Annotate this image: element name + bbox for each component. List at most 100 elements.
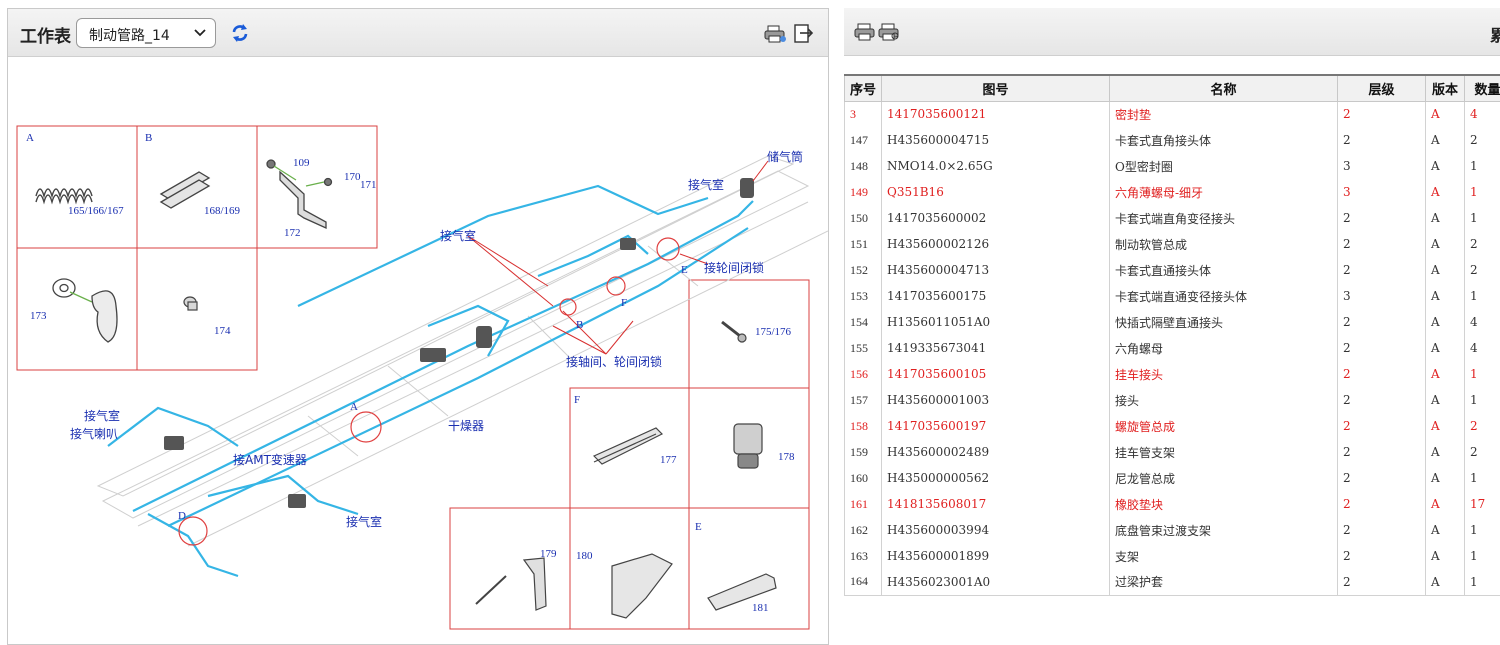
print-icon[interactable] [764,25,786,43]
label-dryer: 干燥器 [448,419,484,433]
cell-version: A [1425,387,1465,413]
callout-180: 180 [576,550,593,562]
callout-178: 178 [778,451,795,463]
cell-version: A [1425,179,1465,205]
cell-code: H435600003994 [881,517,1110,543]
label-air-chamber-left: 接气室 [84,408,120,423]
cell-seq: 164 [844,569,882,596]
print-preview-icon[interactable] [878,23,900,41]
cell-version: A [1425,465,1465,491]
column-header-version[interactable]: 版本 [1425,74,1465,102]
cell-name: 挂车管支架 [1109,439,1338,465]
bolt-part-sketch [721,320,747,343]
cell-code: H435600002126 [881,231,1110,257]
cell-code: H435000000562 [881,465,1110,491]
diagram-panel: 工作表 制动管路_14 [7,8,829,645]
callout-179: 179 [540,548,557,560]
marker-circle-a [350,411,382,443]
toolbar-truncated-label: 累 [1490,26,1500,45]
callout-175: 175/176 [755,326,792,338]
callout-170: 170 [344,171,361,183]
cell-seq: 148 [844,153,882,179]
cell-seq: 150 [844,205,882,231]
callout-171: 171 [360,179,377,191]
callout-181: 181 [752,602,769,614]
export-icon[interactable] [794,24,814,43]
cell-code: H435600004715 [881,127,1110,153]
worksheet-select[interactable]: 制动管路_14 [76,18,216,48]
cell-qty: 1 [1464,153,1500,179]
bracket-part-sketch [266,159,333,230]
cell-code: 1417035600105 [881,361,1110,387]
cell-name: 过梁护套 [1109,569,1338,596]
cell-code: 1417035600002 [881,205,1110,231]
print-icon[interactable] [854,23,876,41]
column-header-qty[interactable]: 数量 [1464,74,1500,102]
cell-code: H435600004713 [881,257,1110,283]
callout-173: 173 [30,310,47,322]
cell-version: A [1425,231,1465,257]
cell-name: 卡套式端直角变径接头 [1109,205,1338,231]
cell-name: 卡套式端直通变径接头体 [1109,283,1338,309]
marker-circle-d [178,516,208,546]
cell-level: 3 [1337,179,1426,205]
refresh-icon[interactable] [230,23,250,43]
marker-circle-e [656,237,680,261]
detail-box-grid-top-left [16,125,378,371]
cell-name: 支架 [1109,543,1338,569]
cell-name: 卡套式直角接头体 [1109,127,1338,153]
brake-pipeline-diagram: A B F E [16,125,828,630]
cell-level: 2 [1337,309,1426,335]
column-header-seq[interactable]: 序号 [844,74,882,102]
chevron-down-icon [194,29,206,37]
cell-qty: 1 [1464,543,1500,569]
cell-version: A [1425,569,1465,596]
cell-version: A [1425,257,1465,283]
cell-level: 2 [1337,543,1426,569]
marker-letter-a: A [350,401,358,413]
cell-qty: 4 [1464,101,1500,127]
air-pipes [107,184,754,578]
cell-seq: 161 [844,491,882,517]
label-amt: 接AMT变速器 [233,452,307,467]
cell-name: 六角薄螺母-细牙 [1109,179,1338,205]
cell-code: 1419335673041 [881,335,1110,361]
column-header-level[interactable]: 层级 [1337,74,1426,102]
parts-toolbar: 累 [844,8,1500,56]
cell-version: A [1425,283,1465,309]
sensor-part-sketch [733,423,763,469]
cell-seq: 163 [844,543,882,569]
column-header-name[interactable]: 名称 [1109,74,1338,102]
cell-qty: 1 [1464,387,1500,413]
cell-code: 1417035600121 [881,101,1110,127]
label-wheel-lock: 接轮间闭锁 [704,260,764,275]
box-letter-e: E [695,521,702,533]
box-letter-b: B [145,132,152,144]
marker-circle-f [606,276,626,296]
clip-part-sketch [159,171,211,209]
leader-line [467,235,549,287]
column-header-code[interactable]: 图号 [881,74,1110,102]
cell-level: 2 [1337,491,1426,517]
cell-qty: 2 [1464,257,1500,283]
cell-name: 快插式隔壁直通接头 [1109,309,1338,335]
